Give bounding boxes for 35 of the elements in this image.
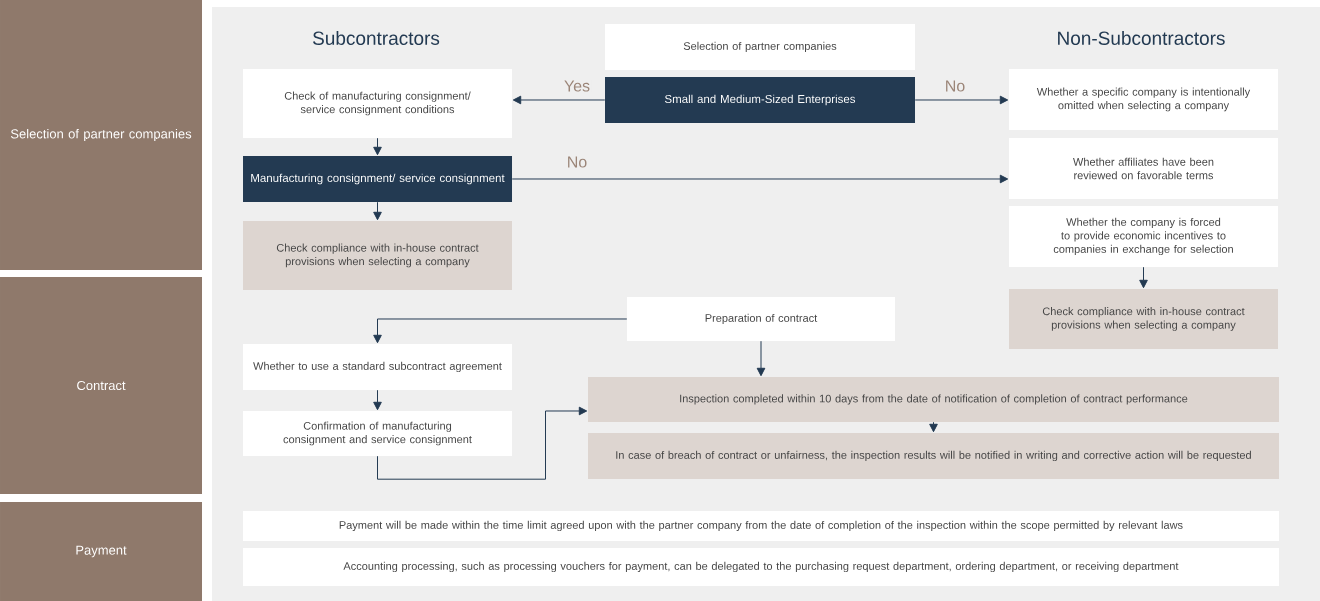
process-box: Payment will be made within the time limit agreed upon with the partner company from the date of completion of the inspection within the scope permitted by relevant laws — [243, 511, 1279, 541]
row-header: Payment — [0, 502, 202, 601]
process-box: Preparation of contract — [627, 297, 895, 341]
process-box: Accounting processing, such as processing vouchers for payment, can be delegated to the purchasing request department, ordering department, or receiving department — [243, 548, 1279, 586]
arrow — [756, 340, 766, 377]
column-heading: Non-Subcontractors — [1058, 31, 1225, 45]
process-box: Check of manufacturing consignment/ service consignment conditions — [243, 69, 512, 138]
arrow — [373, 318, 628, 344]
process-box: Whether to use a standard subcontract agreement — [243, 344, 512, 390]
process-box: Whether the company is forced to provide economic incentives to companies in exchange for selection — [1009, 206, 1278, 267]
check-box: Check compliance with in-house contract provisions when selecting a company — [1009, 289, 1278, 349]
arrow — [373, 201, 382, 221]
arrow — [929, 421, 938, 433]
arrow — [512, 95, 606, 105]
edge-label: Yes — [562, 79, 592, 93]
check-box: Check compliance with in-house contract provisions when selecting a company — [243, 221, 512, 290]
edge-label: No — [565, 155, 589, 169]
arrow — [1139, 266, 1148, 289]
arrow — [377, 406, 588, 480]
process-box: Confirmation of manufacturing consignment and service consignment — [243, 411, 512, 456]
check-box: Inspection completed within 10 days from the date of notification of completion of contract performance — [588, 377, 1279, 422]
process-box: Whether affiliates have been reviewed on favorable terms — [1009, 138, 1278, 199]
column-heading: Subcontractors — [313, 31, 440, 45]
arrow — [914, 95, 1009, 105]
arrow — [511, 174, 1009, 184]
edge-label: No — [943, 79, 967, 93]
process-box: Whether a specific company is intentionally omitted when selecting a company — [1009, 69, 1278, 130]
decision-box: Small and Medium-Sized Enterprises — [605, 77, 915, 123]
row-header: Contract — [0, 277, 202, 494]
check-box: In case of breach of contract or unfairness, the inspection results will be notified in writing and corrective action will be requested — [588, 433, 1279, 479]
arrow — [373, 137, 382, 156]
process-box: Selection of partner companies — [605, 24, 915, 70]
row-header: Selection of partner companies — [0, 0, 202, 270]
arrow — [373, 389, 382, 411]
decision-box: Manufacturing consignment/ service consignment — [243, 156, 512, 202]
